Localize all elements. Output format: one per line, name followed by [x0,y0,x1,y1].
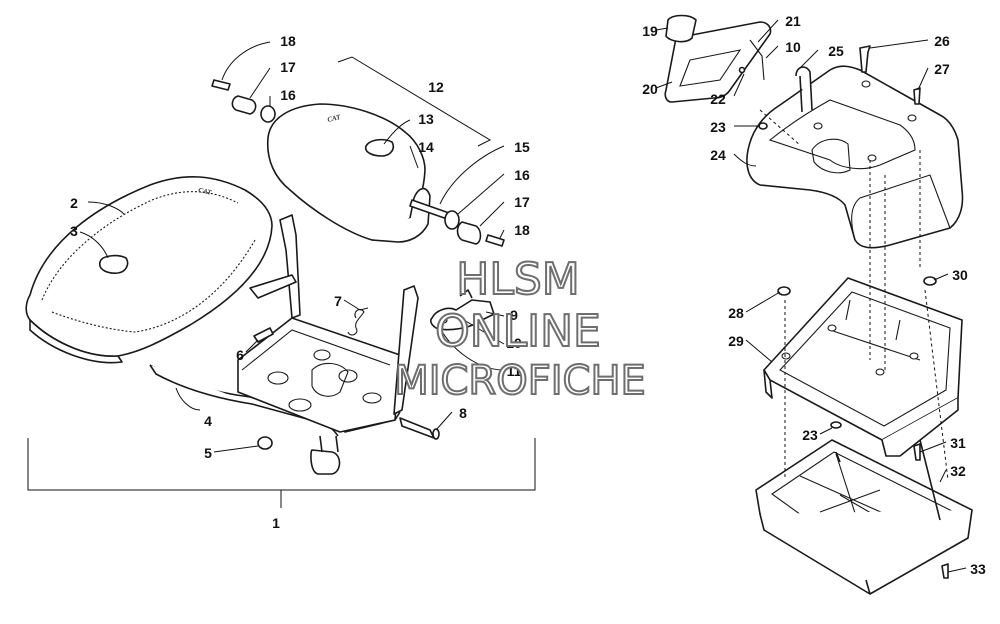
assembly-alignment-lines [759,109,949,481]
callout-21: 21 [785,13,801,29]
callout-3: 3 [70,223,78,239]
leader-lines [79,19,967,573]
callout-16-top: 16 [280,87,296,103]
backrest-brand-mark: CAT [327,113,342,124]
callout-7: 7 [334,293,342,309]
callout-1: 1 [272,515,280,531]
callout-6: 6 [236,347,244,363]
callout-8: 8 [459,405,467,421]
watermark: HLSM ONLINE MICROFICHE [393,253,647,405]
callout-22: 22 [710,91,726,107]
callout-18-right: 18 [514,222,530,238]
callout-2: 2 [70,195,78,211]
backrest: CAT [266,103,505,247]
callout-labels: 1 2 3 4 5 6 7 8 9 10 11 12 13 14 15 16 1… [70,13,986,577]
callout-28: 28 [728,305,744,321]
callout-17-top: 17 [280,59,296,75]
bracket-item-12 [337,56,492,147]
callout-18-top: 18 [280,33,296,49]
callout-5: 5 [204,445,212,461]
callout-32: 32 [950,463,966,479]
callout-16-right: 16 [514,167,530,183]
watermark-line-1: HLSM [456,254,580,305]
seat-brand-mark: CAT [198,186,213,197]
callout-24: 24 [710,147,726,163]
callout-11: 11 [507,363,522,379]
callout-14: 14 [418,139,434,155]
backrest-upper-hardware [211,79,276,123]
callout-25: 25 [828,43,844,59]
callout-10-right: 10 [785,39,801,55]
callout-20: 20 [642,81,658,97]
seat: CAT [25,176,297,364]
callout-4: 4 [204,413,212,429]
callout-12: 12 [428,79,444,95]
callout-9: 9 [510,307,518,323]
watermark-line-2: ONLINE [435,306,601,357]
callout-27: 27 [934,61,950,77]
callout-15: 15 [514,139,530,155]
callout-23-bottom: 23 [802,427,818,443]
callout-23-top: 23 [710,119,726,135]
latch-hardware [253,289,495,450]
cargo-box [746,45,964,249]
callout-26: 26 [934,33,950,49]
callout-29: 29 [728,333,744,349]
watermark-line-3: MICROFICHE [394,358,646,404]
callout-31: 31 [950,435,966,451]
cargo-rack [763,276,963,457]
callout-13: 13 [418,111,434,127]
base-tray [755,421,973,595]
bracket-item-1 [27,438,536,508]
seat-frame [149,214,419,475]
access-door [664,14,772,103]
callout-19: 19 [642,23,658,39]
callout-10-left: 10 [506,335,522,351]
callout-30: 30 [952,267,968,283]
callout-17-right: 17 [514,194,530,210]
callout-33: 33 [970,561,986,577]
